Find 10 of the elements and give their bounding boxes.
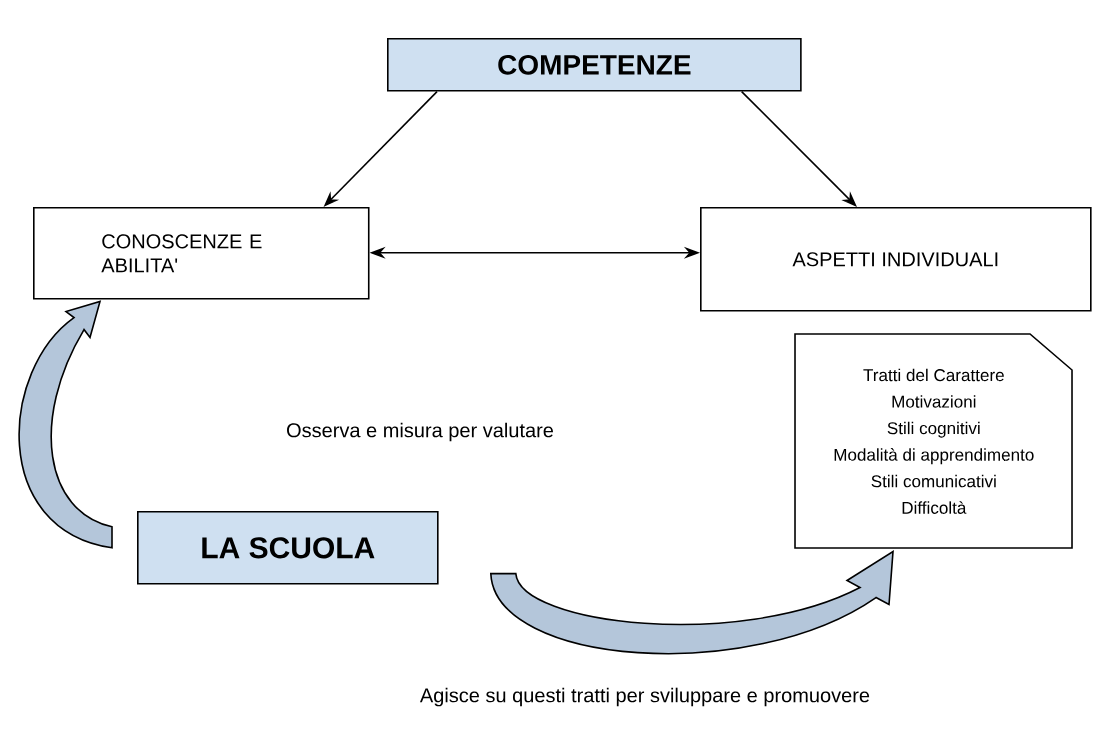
arrow — [740, 90, 857, 207]
concept-box: ASPETTI INDIVIDUALI — [700, 207, 1092, 312]
curved-block-arrow — [490, 550, 894, 655]
caption-text: Agisce su questi tratti per sviluppare e promuovere — [419, 687, 870, 707]
concept-box: CONOSCENZE E ABILITA' — [33, 207, 370, 300]
concept-box: LA SCUOLA — [137, 511, 439, 585]
note-box: Tratti del Carattere Motivazioni Stili cognitivi Modalità di apprendimento Stili comunicativi Difficoltà — [794, 333, 1073, 549]
caption-text: Osserva e misura per valutare — [287, 422, 553, 442]
concept-box: COMPETENZE — [387, 38, 802, 92]
curved-block-arrow — [18, 300, 113, 549]
